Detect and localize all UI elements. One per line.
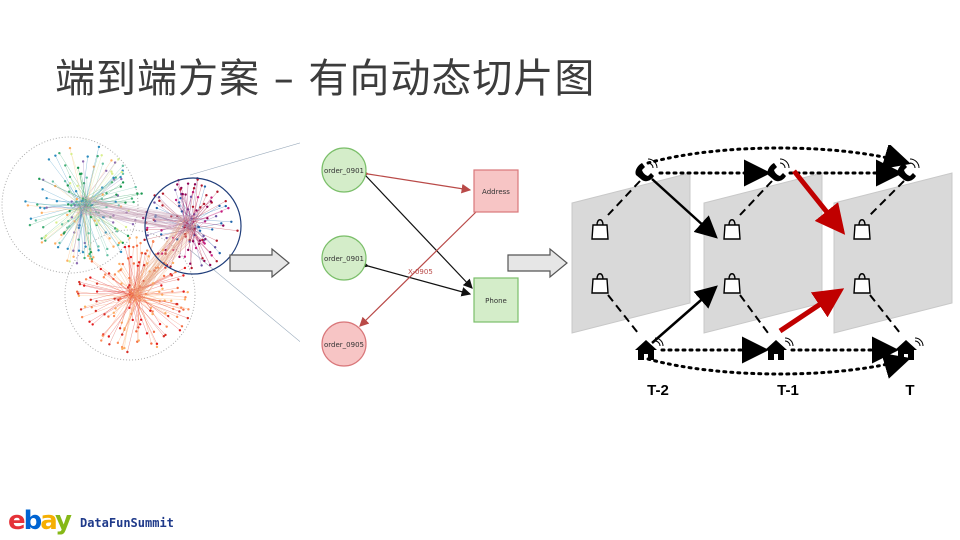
node-order2-label: order_0901 [324,255,364,263]
slice-t-minus-1 [703,172,823,334]
directed-graph: X-0905 order_0901 order_0901 order_0905 … [321,147,519,367]
flow-arrow-2 [507,247,568,279]
time-label-t-minus-2: T-2 [647,382,669,399]
node-order2 [321,235,367,281]
datafunsummit-logo: DataFunSummit [79,516,174,530]
node-order1 [321,147,367,193]
edge-house-t1-bag-t-highlight [778,288,845,334]
node-order1-label: order_0901 [324,167,364,175]
dash-phone-bag-t [869,180,905,216]
slice-t [833,172,953,334]
node-address-label: Address [482,188,510,196]
ebay-logo: ebay [8,506,72,536]
phone-icon [766,158,790,182]
footer-logos: ebay DataFunSummit [8,508,174,534]
node-phone-label: Phone [485,297,507,305]
flow-arrow-1 [229,247,290,279]
dash-bag-house-t1 [739,294,769,334]
network-cluster-image [1,136,300,361]
dash-bag-house-t [869,294,901,334]
house-icon [764,337,794,361]
edge-house-t2-bag-t1 [651,285,718,344]
edge-phone-t1-bag-t-highlight [792,169,846,235]
dynamic-slice-diagram: T-2 T-1 T [571,145,953,399]
dash-phone-bag-t2 [607,180,641,216]
node-phone [473,277,519,323]
edge-phone-t2-t [646,145,911,170]
edge-label: X-0905 [408,268,433,276]
node-address [473,169,519,213]
edge-order1-address [358,167,472,194]
house-icon [634,337,664,361]
page-title: 端到端方案 – 有向动态切片图 [55,56,596,102]
time-label-t: T [905,382,914,399]
dash-phone-bag-t1 [739,180,773,216]
time-label-t-minus-1: T-1 [777,382,799,399]
node-order3-label: order_0905 [324,341,364,349]
edge-phone-t2-bag-t1 [651,178,718,239]
phone-icon [896,158,920,182]
dash-bag-house-t2 [607,294,639,334]
edge-house-t2-t [646,352,911,379]
edge-order2-phone [358,259,472,297]
edge-address-order3 [359,211,477,327]
node-order3 [321,321,367,367]
house-icon [894,337,924,361]
